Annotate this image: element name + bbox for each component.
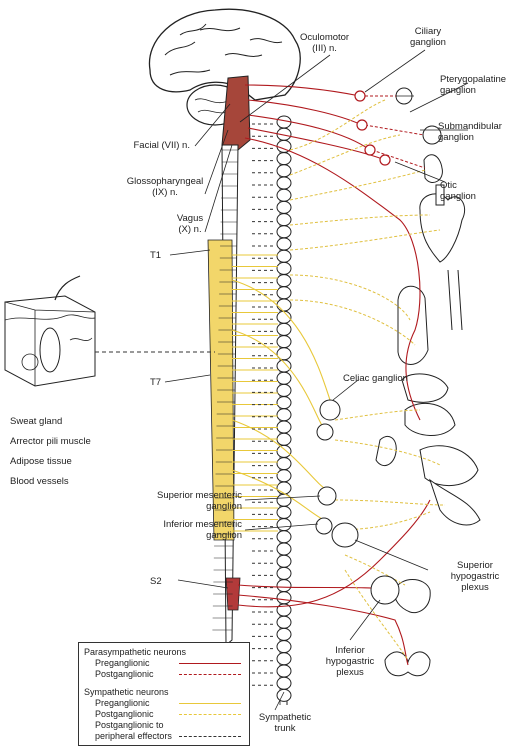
label-t1: T1: [150, 250, 162, 261]
label-submandibular-ganglion: Submandibular ganglion: [438, 121, 502, 143]
trunk-ganglion: [276, 371, 292, 385]
legend: Parasympathetic neurons Preganglionic Po…: [78, 642, 250, 746]
trunk-ganglion: [276, 640, 292, 654]
trunk-ganglion: [276, 481, 292, 495]
trunk-ganglion: [276, 335, 292, 349]
legend-para-pre: Preganglionic: [95, 658, 150, 668]
trunk-ganglion: [276, 469, 292, 483]
sympathetic-preganglionic: [231, 254, 331, 532]
legend-para-pre-swatch: [179, 663, 241, 664]
sympathetic-postganglionic: [289, 99, 446, 661]
trunk-ganglion: [276, 688, 292, 702]
sympathetic-trunk-chain: [276, 115, 292, 705]
label-oculomotor: Oculomotor (III) n.: [300, 32, 350, 54]
pointer-lines: [164, 49, 469, 711]
trunk-ganglion: [276, 261, 292, 275]
trunk-ganglion: [276, 664, 292, 678]
parasympathetic-cranial-fibers: [244, 84, 421, 421]
trunk-ganglion: [276, 554, 292, 568]
label-vagus-nerve: Vagus (X) n.: [176, 213, 204, 235]
legend-para-title: Parasympathetic neurons: [84, 647, 187, 657]
trunk-ganglion: [276, 432, 292, 446]
trunk-ganglion: [276, 542, 292, 556]
spinal-cord: [207, 144, 241, 647]
trunk-ganglion: [276, 396, 292, 410]
brain: [148, 8, 301, 126]
trunk-ganglion: [276, 444, 292, 458]
legend-para-post-swatch: [179, 674, 241, 675]
prevertebral-ganglia: [315, 399, 400, 605]
trunk-ganglion: [276, 383, 292, 397]
label-blood-vessels: Blood vessels: [10, 476, 69, 487]
legend-sym-title: Sympathetic neurons: [84, 687, 169, 697]
label-celiac-ganglion: Celiac ganglion: [343, 373, 408, 384]
trunk-ganglion: [276, 237, 292, 251]
legend-sym-pre-swatch: [179, 703, 241, 704]
trunk-ganglion: [276, 152, 292, 166]
label-glossopharyngeal-nerve: Glossopharyngeal (IX) n.: [126, 176, 204, 198]
trunk-ganglion: [276, 420, 292, 434]
label-inferior-hypogastric-plexus: Inferior hypogastric plexus: [325, 645, 375, 678]
cranial-ganglia: [354, 90, 391, 166]
label-ciliary-ganglion: Ciliary ganglion: [410, 26, 446, 48]
trunk-ganglion: [276, 676, 292, 690]
trunk-ganglion: [276, 627, 292, 641]
label-pterygopalatine-ganglion: Pterygopalatine ganglion: [440, 74, 507, 96]
trunk-ganglion: [276, 518, 292, 532]
trunk-ganglion: [276, 615, 292, 629]
legend-sym-periph-swatch: [179, 736, 241, 737]
trunk-ganglion: [276, 505, 292, 519]
legend-para-post: Postganglionic: [95, 669, 154, 679]
label-arrector-pili: Arrector pili muscle: [10, 436, 91, 447]
trunk-ganglion: [276, 298, 292, 312]
label-facial-nerve: Facial (VII) n.: [133, 140, 191, 151]
label-superior-mesenteric-ganglion: Superior mesenteric ganglion: [156, 490, 242, 512]
trunk-ganglion: [276, 225, 292, 239]
label-superior-hypogastric-plexus: Superior hypogastric plexus: [450, 560, 500, 593]
legend-sym-post: Postganglionic: [95, 709, 154, 719]
parasympathetic-cranial-post: [364, 95, 426, 169]
trunk-ganglion: [276, 457, 292, 471]
trunk-ganglion: [276, 286, 292, 300]
trunk-ganglion: [276, 188, 292, 202]
peripheral-effector-fibers: [252, 123, 274, 686]
trunk-ganglion: [276, 322, 292, 336]
label-s2: S2: [150, 576, 162, 587]
label-otic-ganglion: Otic ganglion: [440, 180, 476, 202]
label-inferior-mesenteric-ganglion: Inferior mesenteric ganglion: [163, 519, 242, 541]
trunk-ganglion: [276, 200, 292, 214]
trunk-ganglion: [276, 579, 292, 593]
trunk-ganglion: [276, 591, 292, 605]
label-sweat-gland: Sweat gland: [10, 416, 63, 427]
label-t7: T7: [150, 377, 162, 388]
trunk-ganglion: [276, 408, 292, 422]
legend-sym-pre: Preganglionic: [95, 698, 150, 708]
label-adipose-tissue: Adipose tissue: [10, 456, 72, 467]
trunk-ganglion: [276, 274, 292, 288]
legend-sym-periph: Postganglionic to peripheral effectors: [95, 720, 172, 741]
trunk-ganglion: [276, 164, 292, 178]
trunk-ganglion: [276, 566, 292, 580]
legend-sym-post-swatch: [179, 714, 241, 715]
brainstem: [221, 75, 251, 151]
skin-section: [4, 275, 215, 387]
trunk-ganglion: [276, 176, 292, 190]
label-sympathetic-trunk: Sympathetic trunk: [258, 712, 312, 734]
trunk-ganglion: [276, 213, 292, 227]
trunk-ganglion: [276, 652, 292, 666]
trunk-ganglion: [276, 530, 292, 544]
trunk-ganglion: [276, 249, 292, 263]
